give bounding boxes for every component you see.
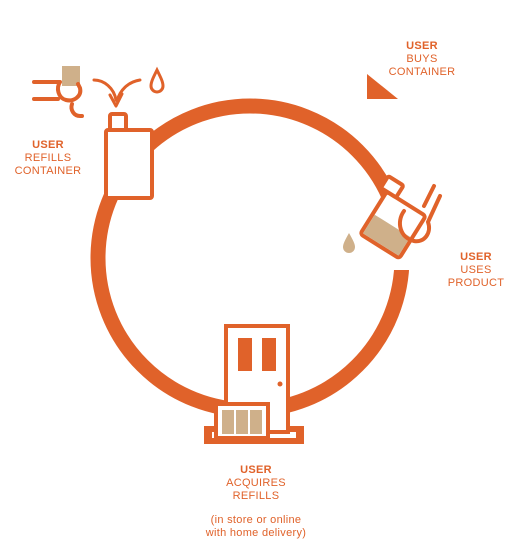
step-label-refills: USER REFILLS CONTAINER <box>0 139 96 178</box>
drop-icon <box>149 66 165 94</box>
actor-label: USER <box>32 139 64 151</box>
object-label: REFILLS <box>232 490 280 502</box>
note-line-2: with home delivery) <box>205 527 307 539</box>
step-label-acquires: USER ACQUIRES REFILLS <box>196 464 316 503</box>
hand-pouring-container-icon <box>342 174 442 270</box>
object-label: CONTAINER <box>388 66 456 78</box>
actor-label: USER <box>460 251 492 263</box>
action-label: BUYS <box>406 53 438 65</box>
hand-refill-container-icon <box>32 66 165 200</box>
note-line-1: (in store or online <box>210 514 302 526</box>
drop-icon <box>343 233 355 253</box>
action-label: USES <box>460 264 492 276</box>
curved-arrow-icon <box>92 78 118 102</box>
action-label: ACQUIRES <box>226 477 286 489</box>
store-door-icon <box>204 324 304 444</box>
object-label: CONTAINER <box>14 165 82 177</box>
step-label-buys: USER BUYS CONTAINER <box>372 40 472 79</box>
acquire-note: (in store or online with home delivery) <box>176 514 336 540</box>
triangle-container-icon <box>367 74 398 99</box>
actor-label: USER <box>240 464 272 476</box>
step-label-uses: USER USES PRODUCT <box>428 251 524 290</box>
object-label: PRODUCT <box>447 277 505 289</box>
action-label: REFILLS <box>24 152 72 164</box>
actor-label: USER <box>406 40 438 52</box>
